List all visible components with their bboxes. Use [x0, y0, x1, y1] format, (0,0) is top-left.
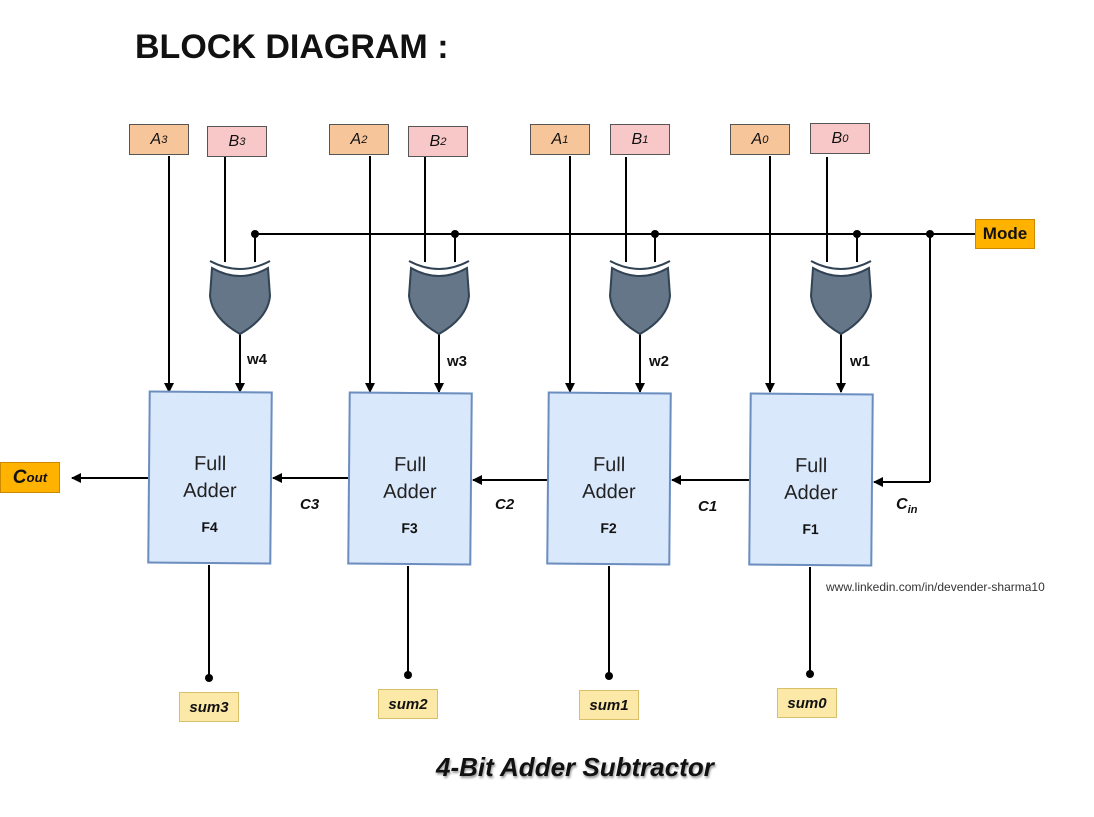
- wire-label-w2: w2: [649, 353, 670, 370]
- full-adder-f3: Full Adder F3: [347, 391, 473, 566]
- xor-gate-icon: [608, 260, 672, 336]
- adder-id: F3: [401, 519, 418, 537]
- sum-dot: [404, 671, 412, 679]
- sum-output-0: sum0: [777, 688, 837, 718]
- xor-body: [208, 266, 272, 336]
- carry-label-c3: C3: [300, 496, 320, 513]
- xor-body: [608, 266, 672, 336]
- wire-label-w4: w4: [247, 351, 268, 368]
- adder-label: Full Adder: [183, 452, 237, 503]
- wire-label-w1: w1: [850, 353, 871, 370]
- sum-dot: [205, 674, 213, 682]
- full-adder-f4: Full Adder F4: [147, 390, 273, 565]
- xor-gate-icon: [407, 260, 471, 336]
- carry-label-c2: C2: [495, 496, 515, 513]
- diagram-caption: 4-Bit Adder Subtractor: [436, 752, 714, 782]
- xor-input-curve: [810, 260, 872, 270]
- mode-input: Mode: [975, 219, 1035, 249]
- cin-label: Cin: [896, 496, 918, 517]
- xor-input-curve: [609, 260, 671, 270]
- carry-label-c1: C1: [698, 498, 718, 515]
- full-adder-f1: Full Adder F1: [748, 392, 874, 567]
- adder-label: Full Adder: [383, 453, 437, 504]
- xor-input-curve: [209, 260, 271, 270]
- sum-output-1: sum1: [579, 690, 639, 720]
- sum-dot: [806, 670, 814, 678]
- adder-id: F1: [802, 520, 819, 538]
- adder-label: Full Adder: [582, 453, 636, 504]
- sum-output-2: sum2: [378, 689, 438, 719]
- xor-input-curve: [408, 260, 470, 270]
- adder-id: F2: [600, 519, 617, 537]
- sum-dot: [605, 672, 613, 680]
- adder-id: F4: [201, 518, 218, 536]
- full-adder-f2: Full Adder F2: [546, 391, 672, 566]
- page-title: BLOCK DIAGRAM :: [135, 28, 449, 66]
- xor-body: [407, 266, 471, 336]
- watermark: www.linkedin.com/in/devender-sharma10: [826, 580, 1045, 594]
- adder-label: Full Adder: [784, 454, 838, 505]
- wire-label-w3: w3: [447, 353, 468, 370]
- xor-body: [809, 266, 873, 336]
- sum-output-3: sum3: [179, 692, 239, 722]
- xor-gate-icon: [208, 260, 272, 336]
- xor-gate-icon: [809, 260, 873, 336]
